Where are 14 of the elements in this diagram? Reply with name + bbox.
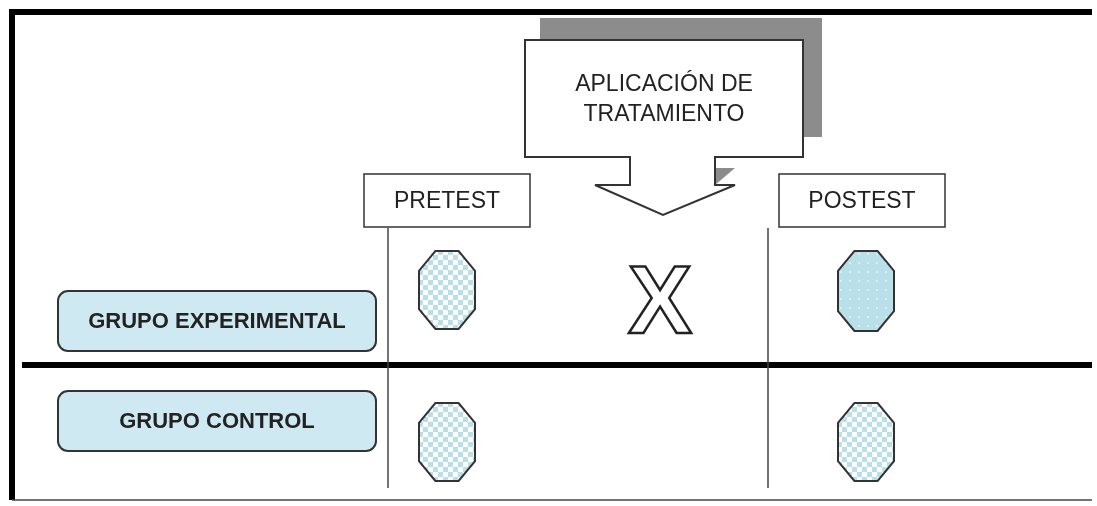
treatment-mark: X — [628, 252, 693, 348]
column-header: POSTEST — [808, 187, 916, 214]
column-header: PRETEST — [393, 187, 501, 214]
group-label: GRUPO EXPERIMENTAL — [88, 308, 346, 334]
octagon-symbol — [837, 402, 895, 482]
column-header-box — [778, 173, 946, 228]
group-label-box — [57, 390, 377, 452]
group-label: GRUPO CONTROL — [119, 408, 315, 434]
group-label-box — [57, 290, 377, 352]
octagon-symbol — [837, 250, 895, 332]
octagon-symbol — [418, 250, 476, 330]
octagon-symbol — [418, 402, 476, 482]
callout-text: APLICACIÓN DE TRATAMIENTO — [574, 69, 754, 128]
column-header-box — [363, 173, 531, 228]
